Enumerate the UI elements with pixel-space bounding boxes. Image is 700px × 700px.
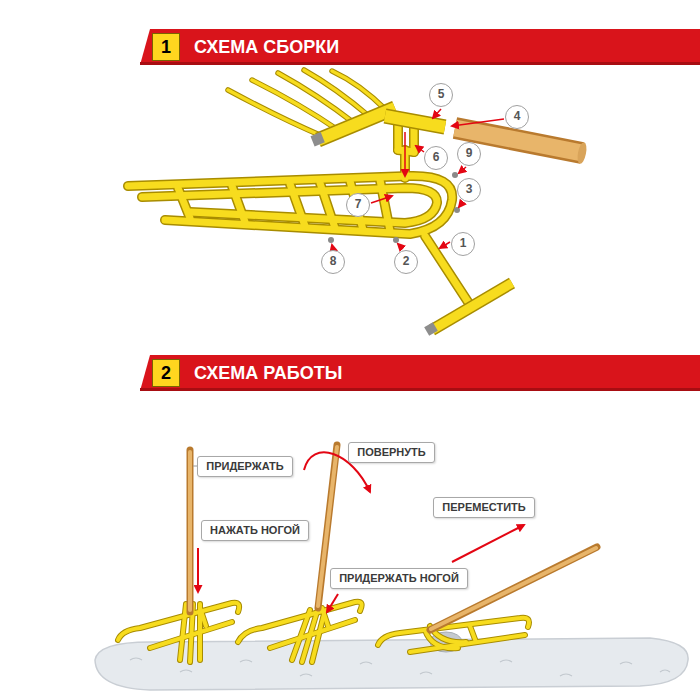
callout-number: 5	[429, 83, 453, 107]
bolt	[452, 172, 458, 178]
leader-arrows	[332, 109, 504, 249]
sled-frame-outline	[128, 125, 470, 305]
leader-arrow	[371, 196, 392, 203]
callout-number-text: 6	[433, 151, 440, 165]
socket-outline	[385, 116, 445, 127]
leader-arrow	[452, 119, 504, 126]
header-band-text: СХЕМА РАБОТЫ	[194, 363, 342, 384]
leader-arrow	[332, 245, 333, 249]
bolt	[328, 237, 334, 243]
callout-number-text: 4	[514, 110, 521, 124]
action-label-text: НАЖАТЬ НОГОЙ	[210, 524, 300, 537]
action-label-text: ПОВЕРНУТЬ	[357, 446, 426, 459]
move-arrow	[452, 525, 524, 562]
action-label-text: ПРИДЕРЖАТЬ НОГОЙ	[339, 572, 459, 585]
section-number-text: 1	[161, 37, 171, 58]
callout-number: 6	[424, 146, 448, 170]
header-band: СХЕМА РАБОТЫ 2	[140, 355, 700, 391]
fork-crossbar-outline	[318, 108, 395, 140]
action-label: ПРИДЕРЖАТЬ	[197, 456, 293, 477]
callout-number-text: 5	[438, 88, 445, 102]
action-label-text: ПРИДЕРЖАТЬ	[206, 460, 283, 473]
band-fill	[140, 355, 700, 391]
hold-arrow	[327, 594, 338, 612]
handle	[188, 452, 192, 610]
header-band: СХЕМА СБОРКИ 1	[140, 29, 700, 65]
callout-number-text: 1	[460, 237, 467, 251]
press-arrow	[197, 548, 199, 592]
band-fill	[140, 29, 700, 65]
tool-figure	[238, 602, 362, 662]
tool-figure-outline	[118, 603, 239, 662]
ground-texture	[130, 658, 670, 676]
foot-bar-outline	[432, 283, 512, 330]
callout-number: 8	[321, 250, 345, 274]
foot-bar	[432, 283, 512, 330]
callout-number: 4	[505, 105, 529, 129]
bolt	[454, 207, 460, 213]
callout-number-text: 7	[355, 198, 362, 212]
action-label: ПЕРЕМЕСТИТЬ	[433, 497, 535, 518]
callout-number: 9	[457, 142, 481, 166]
tool-figure	[378, 618, 529, 652]
leader-arrow	[433, 109, 441, 118]
bar-cap	[424, 322, 438, 336]
action-label: ПОВЕРНУТЬ	[348, 442, 435, 463]
leader-arrow	[416, 146, 424, 152]
sled-frame	[128, 125, 470, 305]
handle-end	[576, 141, 588, 164]
leader-arrow	[440, 242, 450, 248]
leader-arrow	[459, 167, 466, 173]
motion-arrows	[198, 452, 524, 612]
bar-cap	[310, 132, 324, 146]
section-number: 1	[152, 33, 180, 61]
socket	[385, 116, 445, 127]
leader-arrow	[398, 244, 403, 249]
handle	[187, 450, 194, 612]
callout-number: 7	[346, 193, 370, 217]
callout-number-text: 8	[330, 255, 337, 269]
action-label-text: ПЕРЕМЕСТИТЬ	[442, 501, 525, 514]
header-band-text: СХЕМА СБОРКИ	[194, 37, 339, 58]
callout-number: 1	[451, 232, 475, 256]
section-number: 2	[152, 359, 180, 387]
callout-number: 3	[457, 178, 481, 202]
assembly-arrow	[404, 132, 406, 176]
band-shade	[140, 388, 700, 391]
action-label: НАЖАТЬ НОГОЙ	[201, 520, 309, 541]
tool-figure-outline	[378, 618, 529, 652]
leader-arrow	[459, 202, 463, 207]
callout-number-text: 3	[466, 183, 473, 197]
band-shade	[140, 62, 700, 65]
callout-number: 2	[394, 250, 418, 274]
action-label: ПРИДЕРЖАТЬ НОГОЙ	[330, 568, 468, 589]
bolt	[393, 237, 399, 243]
callout-number-text: 2	[403, 255, 410, 269]
section-number-text: 2	[161, 363, 171, 384]
fork-crossbar	[318, 108, 395, 140]
tool-figure	[118, 603, 239, 662]
tool-figure-outline	[238, 602, 362, 662]
callout-number-text: 9	[466, 147, 473, 161]
